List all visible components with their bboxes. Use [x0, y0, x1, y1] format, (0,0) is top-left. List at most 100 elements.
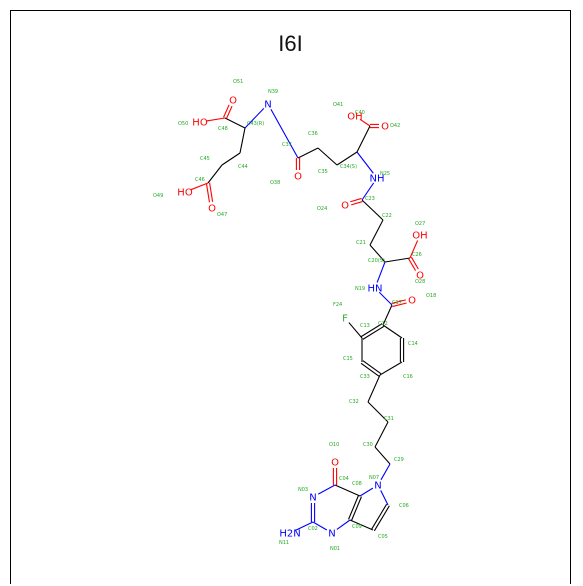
bond-c12-c13-a	[360, 323, 383, 338]
atom-label-o18: O	[408, 296, 416, 307]
atom-name-n01: N01	[330, 546, 340, 552]
bond-c36-c37	[297, 147, 319, 159]
atom-name-f24: F24	[333, 302, 342, 308]
atom-label-o27: OH	[412, 231, 427, 242]
atom-name-c13: C13	[360, 323, 370, 329]
atom-name-c06: C06	[399, 503, 409, 509]
bond-c23-c22	[361, 199, 384, 221]
atom-name-o50: O50	[178, 121, 188, 127]
atom-name-c12: C12	[378, 321, 388, 327]
bond-c09-c08-a	[350, 496, 362, 521]
atom-name-c48: C48	[218, 126, 228, 132]
bond-n01-c09	[336, 519, 351, 530]
atom-label-n39: N	[264, 100, 271, 111]
atom-name-n11: N11	[279, 540, 289, 546]
atom-name-c15: C15	[343, 356, 353, 362]
bonds-layer	[190, 104, 419, 532]
bond-c32-c31	[367, 401, 389, 423]
bond-n07-c08	[359, 487, 374, 497]
bond-c40-c34	[356, 125, 371, 153]
atom-name-c46: C46	[195, 177, 205, 183]
atom-name-c02: C02	[308, 526, 318, 532]
atom-label-o51: O	[229, 96, 237, 107]
atom-label-n25: NH	[370, 174, 385, 185]
bond-c04-n03	[318, 484, 336, 495]
atom-name-c09: C09	[352, 524, 362, 530]
bond-c33-c32	[367, 374, 381, 403]
atom-name-c20s: C20(S)	[368, 258, 385, 264]
atom-name-o47: O47	[217, 212, 227, 218]
atom-name-c45: C45	[200, 156, 210, 162]
atom-name-n19: N19	[355, 286, 365, 292]
bond-c31-c30	[374, 421, 389, 448]
bond-c46-o49	[190, 182, 209, 191]
ligand-image-frame: I6I	[10, 10, 571, 584]
atom-label-o28: O	[416, 271, 424, 282]
bond-c02-n01	[312, 521, 328, 531]
bond-c22-c21	[369, 219, 384, 246]
bond-c44-c45	[221, 152, 241, 166]
atom-name-o42: O42	[390, 123, 400, 129]
bond-c26-o27	[409, 240, 419, 259]
atom-name-c34s: C34(S)	[340, 164, 357, 170]
atom-name-c08: C08	[352, 481, 362, 487]
bond-c20-c26	[384, 257, 411, 263]
atom-label-o49: HO	[177, 188, 193, 199]
ligand-title: I6I	[278, 31, 303, 56]
bond-c08-c04	[334, 484, 361, 497]
atom-name-c29: C29	[394, 457, 404, 463]
atom-name-c05: C05	[378, 534, 388, 540]
atom-name-c32: C32	[349, 399, 359, 405]
atom-name-n39: N39	[268, 89, 278, 95]
atom-label-o24: O	[341, 201, 349, 212]
atom-name-c16: C16	[403, 374, 413, 380]
bond-c35-c36	[317, 147, 338, 166]
bond-c33-c16	[379, 361, 403, 376]
bond-c40-o41	[359, 118, 371, 127]
atom-name-c43r: C43(R)	[247, 121, 264, 127]
atom-label-n07: N	[374, 481, 381, 492]
bond-c09-c08-b	[348, 495, 360, 520]
bond-c30-c29	[374, 446, 391, 465]
bond-c06-c05-a	[371, 503, 388, 530]
bond-n07-c06	[380, 490, 389, 506]
atom-label-n11: H2N	[279, 529, 300, 540]
bond-c46-o47-a	[205, 183, 211, 203]
bond-c02-n11	[295, 521, 314, 531]
bond-c34-n25	[356, 151, 374, 174]
bond-c21-c20	[369, 244, 386, 263]
atom-name-c23: C23	[365, 196, 375, 202]
bond-c12-c13-b	[362, 325, 385, 340]
atom-name-o38: O38	[270, 180, 280, 186]
bond-c37-n39	[270, 108, 299, 159]
atom-label-f24: F	[342, 314, 348, 325]
bond-c20-n19	[376, 261, 386, 283]
atom-label-o47: O	[208, 204, 216, 215]
atom-name-c44: C44	[238, 164, 248, 170]
atom-label-o41: OH	[347, 112, 362, 123]
bond-c17-c12	[382, 304, 393, 326]
atom-name-c40: C40	[355, 110, 365, 116]
atom-label-n19: HN	[368, 284, 383, 295]
bond-c15-c33-a	[360, 362, 380, 377]
atom-name-c04: C04	[339, 476, 349, 482]
atom-name-c36: C36	[308, 131, 318, 137]
atom-names-layer: O41C40O42C34(S)C35C36C37O38N39O51O50C48C…	[153, 79, 436, 552]
atom-name-c22: C22	[382, 213, 392, 219]
bond-c17-o18-b	[391, 299, 406, 304]
bond-c45-c46	[207, 164, 223, 184]
atom-label-o42: O	[381, 122, 389, 133]
bond-n39-c43	[244, 107, 265, 129]
atom-label-o10: O	[331, 458, 339, 469]
bond-c14-c12	[382, 324, 403, 339]
atom-name-o10: O10	[329, 442, 339, 448]
bond-c06-c05-b	[373, 505, 390, 532]
atom-name-c33: C33	[360, 374, 370, 380]
bond-c13-f24	[348, 322, 363, 339]
atom-name-o27: O27	[415, 221, 425, 227]
bond-c17-o18-a	[392, 302, 407, 308]
atom-name-c21: C21	[356, 240, 366, 246]
bond-c48-o51-a	[225, 105, 233, 119]
